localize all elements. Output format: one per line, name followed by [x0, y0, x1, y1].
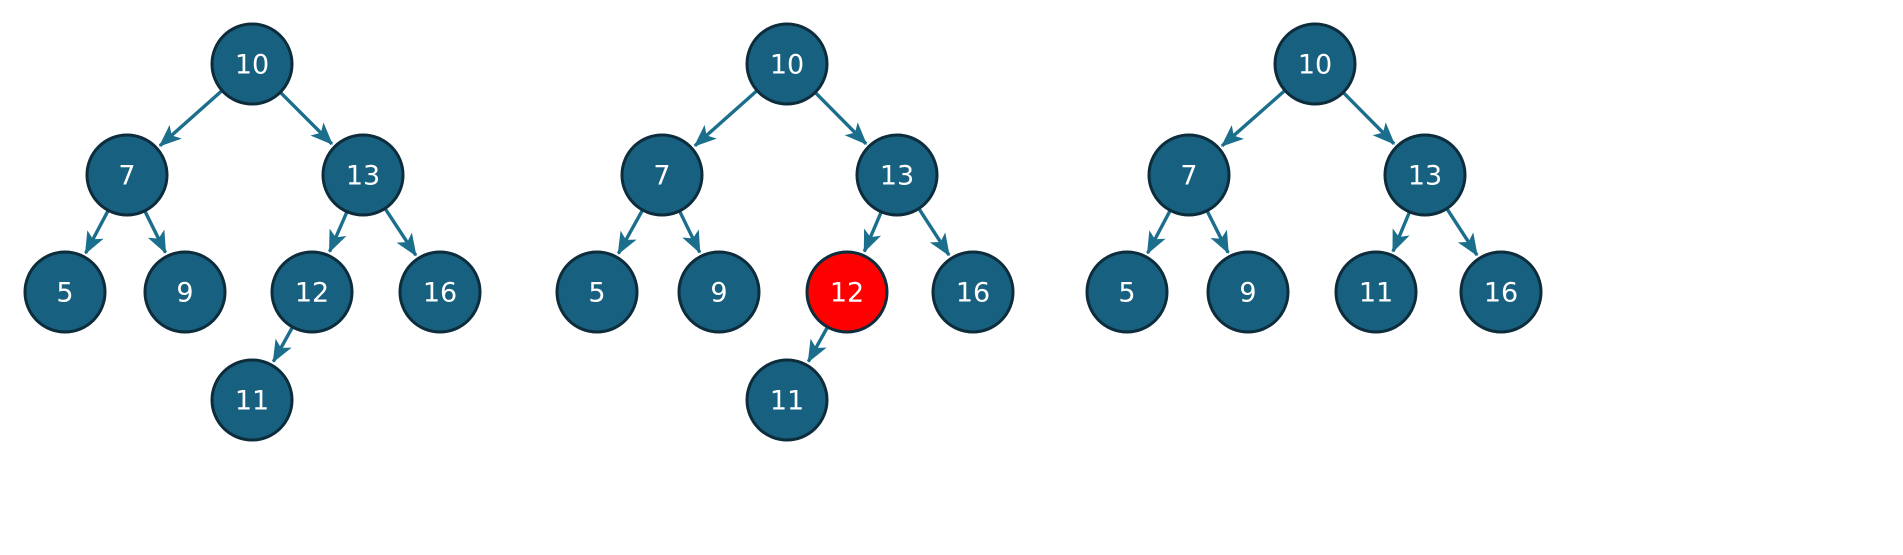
tree-edge	[693, 88, 759, 148]
tree-node-5[interactable]: 5	[1085, 250, 1169, 334]
tree-edge	[813, 90, 868, 145]
tree-edge	[142, 209, 167, 254]
tree-node-7[interactable]: 7	[85, 133, 169, 217]
tree-edges-tree-before-deletion	[84, 88, 418, 363]
tree-edge	[84, 208, 111, 255]
tree-node-circle[interactable]	[270, 250, 354, 334]
tree-edge	[862, 210, 884, 253]
tree-edge	[328, 210, 349, 253]
tree-node-circle[interactable]	[1273, 22, 1357, 106]
tree-node-circle[interactable]	[85, 133, 169, 217]
tree-node-11[interactable]: 11	[1334, 250, 1418, 334]
tree-node-10[interactable]: 10	[745, 22, 829, 106]
tree-node-7[interactable]: 7	[1147, 133, 1231, 217]
tree-edge	[271, 325, 295, 363]
tree-node-circle[interactable]	[143, 250, 227, 334]
tree-node-7[interactable]: 7	[620, 133, 704, 217]
tree-node-11[interactable]: 11	[745, 358, 829, 442]
tree-node-12[interactable]: 12	[270, 250, 354, 334]
tree-node-circle[interactable]	[620, 133, 704, 217]
tree-edges-tree-after-deletion	[1146, 88, 1479, 257]
tree-node-10[interactable]: 10	[210, 22, 294, 106]
tree-edge	[278, 90, 334, 146]
tree-node-circle[interactable]	[745, 22, 829, 106]
tree-node-circle[interactable]	[931, 250, 1015, 334]
tree-edge	[158, 88, 224, 148]
tree-node-13[interactable]: 13	[1383, 133, 1467, 217]
tree-edge	[916, 206, 951, 257]
tree-edge	[677, 209, 702, 254]
tree-edge	[616, 208, 645, 255]
tree-node-circle[interactable]	[1085, 250, 1169, 334]
tree-edge	[1205, 209, 1230, 254]
tree-node-13[interactable]: 13	[321, 133, 405, 217]
tree-node-circle[interactable]	[210, 22, 294, 106]
tree-edges-tree-node-marked-for-deletion	[616, 88, 951, 363]
tree-node-5[interactable]: 5	[23, 250, 107, 334]
tree-node-circle-highlighted[interactable]	[805, 250, 889, 334]
tree-node-circle[interactable]	[210, 358, 294, 442]
tree-node-circle[interactable]	[677, 250, 761, 334]
tree-node-circle[interactable]	[398, 250, 482, 334]
tree-node-circle[interactable]	[745, 358, 829, 442]
tree-node-12[interactable]: 12	[805, 250, 889, 334]
tree-node-circle[interactable]	[555, 250, 639, 334]
tree-node-circle[interactable]	[1147, 133, 1231, 217]
tree-node-circle[interactable]	[1334, 250, 1418, 334]
tree-node-circle[interactable]	[1383, 133, 1467, 217]
tree-node-16[interactable]: 16	[1459, 250, 1543, 334]
tree-edge	[1444, 206, 1479, 257]
tree-node-11[interactable]: 11	[210, 358, 294, 442]
tree-node-circle[interactable]	[855, 133, 939, 217]
tree-node-circle[interactable]	[1206, 250, 1290, 334]
tree-node-16[interactable]: 16	[931, 250, 1015, 334]
tree-node-10[interactable]: 10	[1273, 22, 1357, 106]
tree-edges-layer	[84, 88, 1479, 363]
tree-node-9[interactable]: 9	[143, 250, 227, 334]
tree-edge	[1146, 208, 1173, 255]
tree-node-9[interactable]: 9	[1206, 250, 1290, 334]
tree-edge	[1391, 210, 1412, 253]
tree-node-9[interactable]: 9	[677, 250, 761, 334]
tree-edge	[1220, 88, 1287, 148]
tree-edge	[806, 325, 830, 363]
tree-node-circle[interactable]	[321, 133, 405, 217]
tree-edge	[383, 206, 418, 257]
tree-node-5[interactable]: 5	[555, 250, 639, 334]
tree-node-circle[interactable]	[23, 250, 107, 334]
tree-edge	[1341, 90, 1396, 145]
tree-node-13[interactable]: 13	[855, 133, 939, 217]
tree-node-circle[interactable]	[1459, 250, 1543, 334]
tree-node-16[interactable]: 16	[398, 250, 482, 334]
